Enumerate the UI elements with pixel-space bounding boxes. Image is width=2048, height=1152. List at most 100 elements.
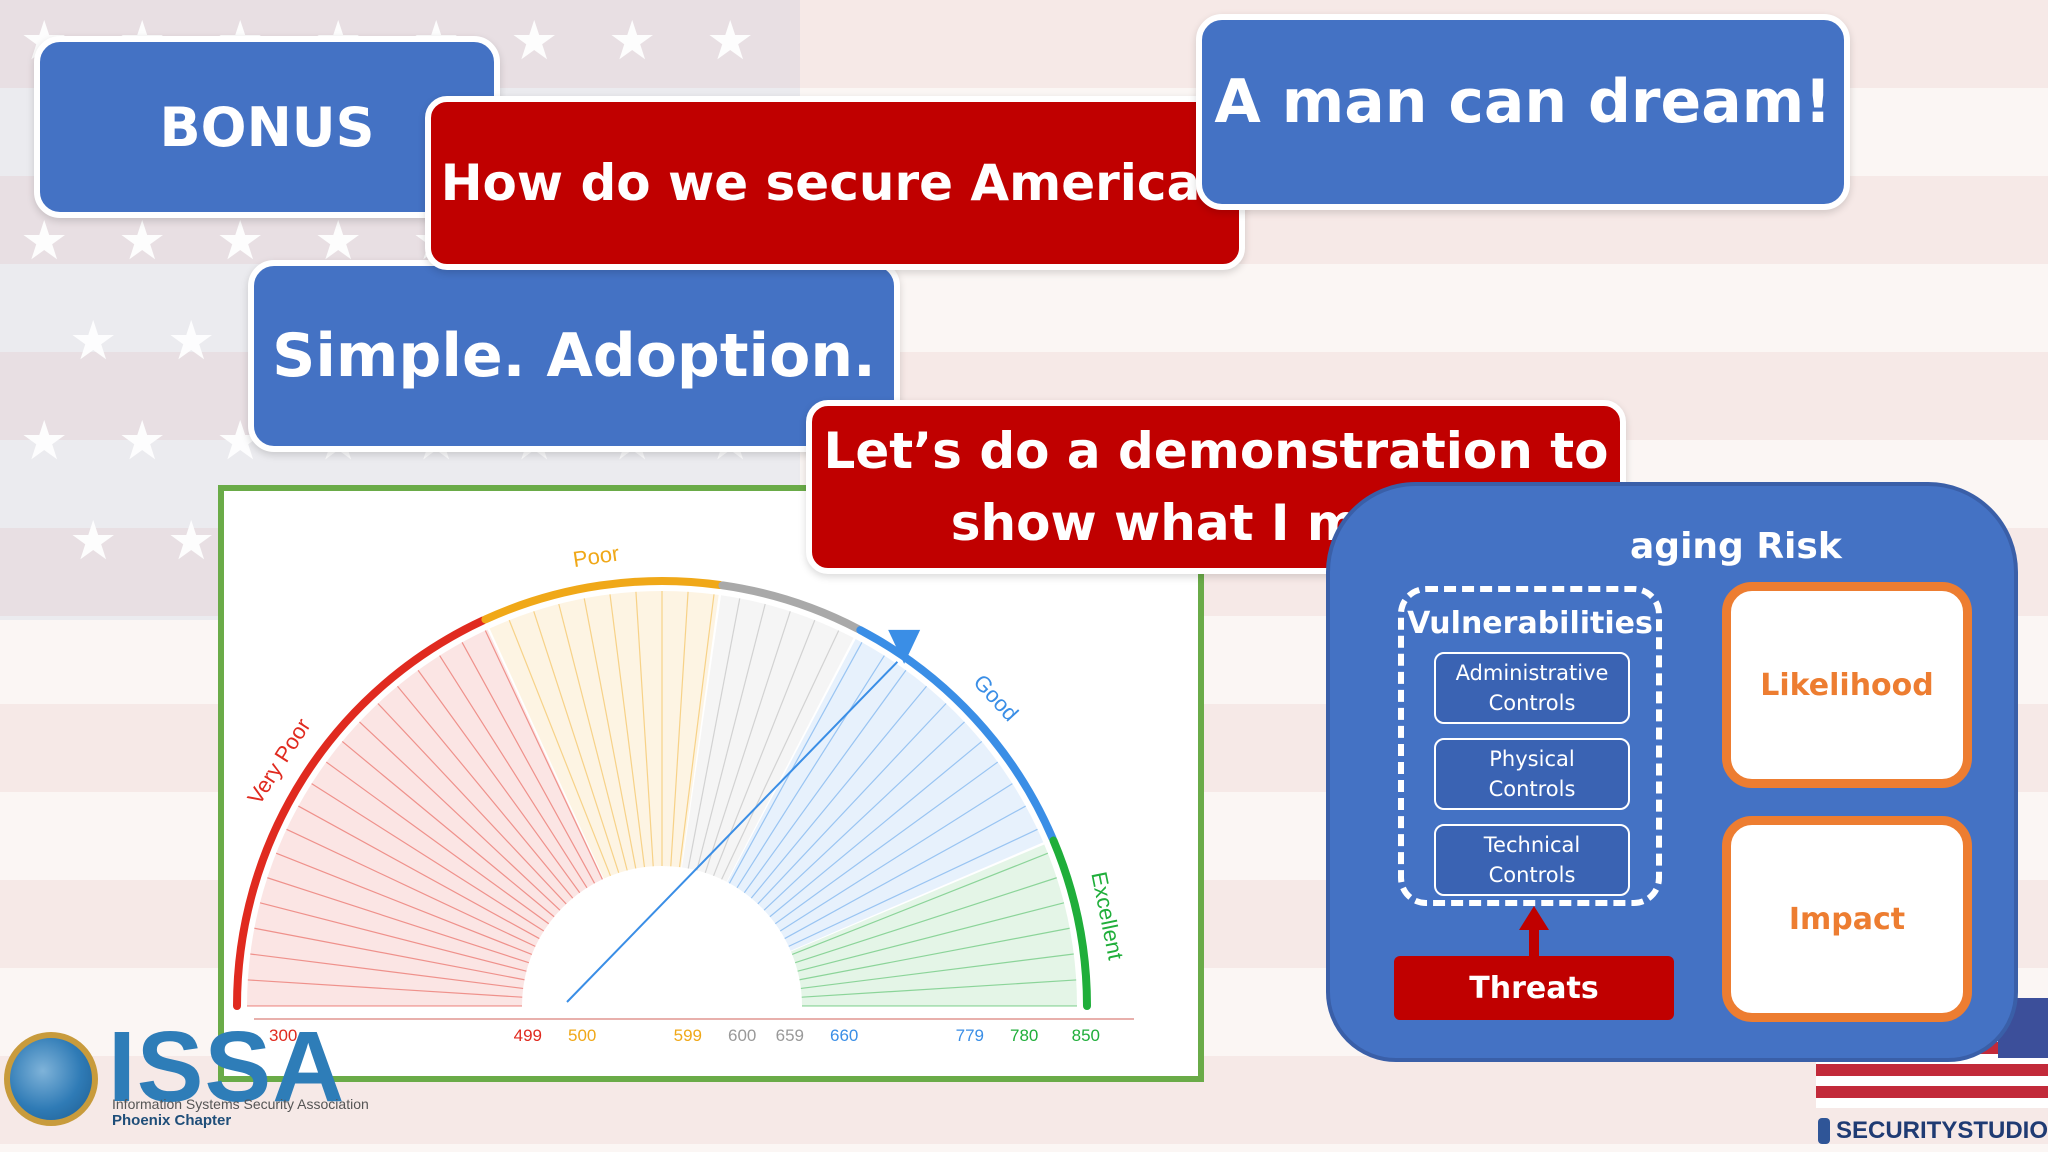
impact-text: Impact (1788, 901, 1906, 937)
securitystudio-wordmark: SECURITYSTUDIO (1835, 1117, 2048, 1144)
star-icon: ★ (20, 409, 69, 472)
gauge-radial-line (779, 783, 1013, 932)
gauge-radial-line (696, 603, 766, 871)
star-icon: ★ (167, 509, 216, 572)
gauge-band-arc (1049, 836, 1091, 1010)
gauge-scale-label: 600 (728, 1026, 756, 1045)
gauge-radial-line (397, 685, 574, 899)
gauge-band-arc (856, 626, 1057, 843)
gauge-radial-line (750, 685, 927, 899)
star-icon: ★ (69, 309, 118, 372)
simple-adoption-text: Simple. Adoption. (272, 321, 876, 391)
control-line: Controls (1488, 777, 1576, 801)
control-line: Physical (1489, 747, 1575, 771)
star-icon: ★ (314, 209, 363, 272)
gauge-radial-line (377, 703, 567, 905)
gauge-radial-line (704, 611, 791, 874)
demonstration-line-1: Let’s do a demonstration to (823, 422, 1609, 480)
gauge-scale-label: 599 (674, 1026, 702, 1045)
gauge-radial-line (797, 902, 1065, 972)
gauge-scale-label: 659 (776, 1026, 804, 1045)
threat-arrow-shaft (1529, 926, 1539, 958)
gauge-band-label: Excellent (1086, 870, 1128, 962)
dream-text: A man can dream! (1214, 67, 1832, 137)
control-line: Technical (1483, 833, 1581, 857)
managing-risk-title: aging Risk (1630, 526, 1842, 567)
gauge-band-arc (718, 581, 863, 633)
gauge-radial-line (484, 630, 603, 880)
gauge-radial-line (254, 927, 525, 981)
control-line: Administrative (1455, 661, 1609, 685)
gauge-radial-line (583, 598, 637, 869)
star-icon: ★ (608, 9, 657, 72)
vulnerabilities-title: Vulnerabilities (1407, 606, 1653, 641)
gauge-band-fill (489, 591, 719, 879)
gauge-radial-line (558, 603, 628, 871)
gauge-radial-line (311, 783, 545, 932)
gauge-radial-line (687, 598, 741, 869)
star-icon: ★ (510, 9, 559, 72)
gauge-radial-line (678, 594, 715, 868)
likelihood-text: Likelihood (1760, 667, 1934, 703)
threat-arrow-icon (1519, 906, 1549, 930)
gauge-scale-label: 660 (830, 1026, 858, 1045)
star-icon: ★ (167, 309, 216, 372)
gauge-radial-line (533, 611, 620, 874)
simple-adoption-box: Simple. Adoption. (248, 260, 900, 452)
gauge-scale-label: 500 (568, 1026, 596, 1045)
star-icon: ★ (118, 409, 167, 472)
secure-america-box: How do we secure America? (425, 96, 1245, 270)
securitystudio-logo: SECURITYSTUDIO (1818, 1114, 2048, 1148)
impact-box: Impact (1722, 816, 1972, 1022)
gauge-radial-line (784, 805, 1026, 940)
gauge-radial-line (508, 619, 612, 877)
control-line: Controls (1488, 863, 1576, 887)
shield-icon (1818, 1118, 1830, 1144)
gauge-radial-line (461, 642, 596, 884)
gauge-radial-line (743, 669, 907, 894)
gauge-radial-line (670, 591, 689, 867)
gauge-scale-label: 300 (269, 1026, 297, 1045)
gauge-scale-label: 779 (956, 1026, 984, 1045)
gauge-radial-line (769, 741, 983, 918)
gauge-radial-line (609, 594, 646, 868)
gauge-band-fill (681, 595, 854, 882)
gauge-radial-line (774, 761, 999, 925)
gauge-radial-line (635, 591, 654, 867)
issa-subtitle: Information Systems Security Association (112, 1096, 369, 1112)
gauge-band-arc (233, 616, 488, 1010)
gauge-radial-line (763, 721, 965, 911)
gauge-radial-line (247, 979, 523, 998)
gauge-radial-line (439, 655, 588, 889)
gauge-radial-line (736, 655, 885, 889)
bonus-text: BONUS (159, 95, 375, 159)
gauge-band-fill (247, 629, 604, 1006)
gauge-scale-label: 850 (1072, 1026, 1100, 1045)
gauge-band-label: Poor (571, 541, 621, 572)
threats-box: Threats (1394, 956, 1674, 1020)
issa-chapter: Phoenix Chapter (112, 1112, 232, 1129)
gauge-scale-label: 780 (1010, 1026, 1038, 1045)
star-icon: ★ (118, 209, 167, 272)
gauge-radial-line (286, 828, 536, 947)
star-icon: ★ (69, 509, 118, 572)
dream-box: A man can dream! (1196, 14, 1850, 210)
gauge-needle (566, 661, 899, 1003)
gauge-radial-line (788, 828, 1038, 947)
gauge-radial-line (801, 979, 1077, 998)
gauge-radial-line (359, 721, 561, 911)
gauge-radial-line (791, 852, 1049, 956)
gauge-radial-line (341, 741, 555, 918)
gauge-band-label: Very Poor (242, 714, 315, 809)
gauge-radial-line (250, 953, 524, 990)
issa-wordmark: ISSA (108, 1011, 346, 1123)
issa-logo: ISSA Information Systems Security Associ… (2, 1011, 369, 1132)
gauge-band-fill (727, 638, 1044, 951)
gauge-band-fill (790, 844, 1077, 1006)
